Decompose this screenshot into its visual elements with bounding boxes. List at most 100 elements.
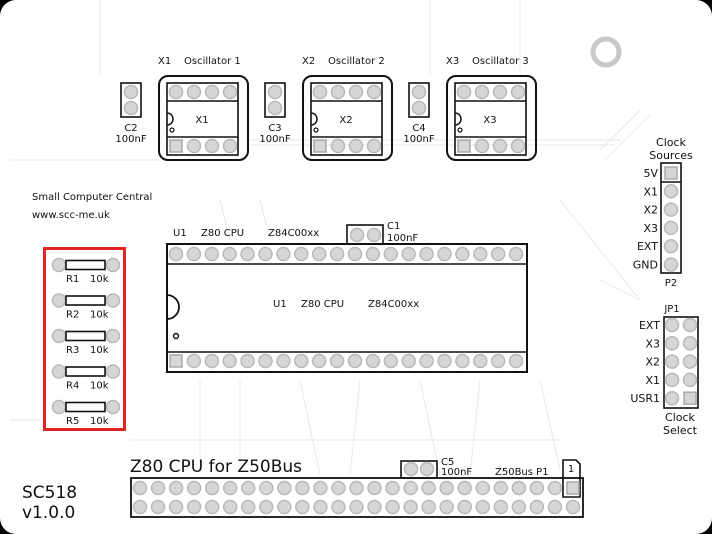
- round-pad: [204, 246, 220, 262]
- clock-select-title: Clock: [665, 411, 696, 424]
- round-pad: [529, 499, 545, 515]
- round-pad: [330, 138, 346, 154]
- oscillator-body-label: X2: [339, 115, 352, 126]
- round-pad: [663, 202, 679, 217]
- round-pad: [682, 336, 698, 351]
- round-pad: [385, 499, 400, 515]
- round-pad: [475, 499, 491, 515]
- maker-url: www.scc-me.uk: [32, 210, 110, 221]
- round-pad: [186, 246, 202, 262]
- round-pad: [474, 84, 490, 100]
- round-pad: [240, 499, 256, 515]
- round-pad: [259, 480, 274, 496]
- trace: [469, 379, 481, 476]
- pin1-marker: [562, 459, 581, 498]
- round-pad: [51, 328, 67, 344]
- round-pad: [267, 100, 283, 116]
- round-pad: [457, 499, 472, 515]
- round-pad: [51, 364, 67, 379]
- jp1-ref: JP1: [663, 304, 679, 315]
- round-pad: [204, 480, 220, 496]
- round-pad: [186, 353, 202, 369]
- square-pad: [169, 354, 183, 368]
- round-pad: [186, 138, 202, 154]
- resistor-ref: R4: [66, 381, 79, 392]
- round-pad: [419, 353, 434, 369]
- round-pad: [366, 138, 382, 154]
- jp1-pin-label: X2: [645, 356, 660, 369]
- round-pad: [366, 84, 382, 100]
- capacitor-ref: C3: [268, 123, 281, 134]
- round-pad: [437, 353, 452, 369]
- trace: [604, 114, 651, 161]
- round-pad: [330, 84, 346, 100]
- oscillator-title: Oscillator 1: [184, 56, 241, 67]
- round-pad: [312, 84, 328, 100]
- cpu-name: Z80 CPU: [301, 299, 344, 310]
- oscillator-body-label: X3: [483, 115, 496, 126]
- round-pad: [473, 246, 488, 262]
- round-pad: [401, 353, 416, 369]
- round-pad: [663, 257, 679, 272]
- board-title: Z80 CPU for Z50Bus: [130, 457, 302, 477]
- resistor-ref: R1: [66, 274, 79, 285]
- square-pad: [313, 139, 327, 153]
- round-pad: [547, 480, 563, 496]
- round-pad: [329, 353, 345, 369]
- cpu-name-top: Z80 CPU: [201, 228, 244, 239]
- round-pad: [367, 499, 382, 515]
- round-pad: [490, 246, 506, 262]
- jp1-pin-label: X3: [645, 337, 660, 350]
- round-pad: [348, 138, 364, 154]
- round-pad: [204, 353, 220, 369]
- round-pad: [349, 499, 364, 515]
- round-pad: [419, 246, 434, 262]
- resistor-ref: R5: [66, 416, 79, 427]
- c5-outline: [400, 460, 438, 479]
- resistor-body: [65, 366, 106, 377]
- round-pad: [313, 499, 328, 515]
- trace: [599, 279, 641, 301]
- capacitor-ref: C2: [124, 123, 137, 134]
- round-pad: [457, 480, 472, 496]
- round-pad: [329, 246, 345, 262]
- pin1-label: 1: [568, 464, 574, 475]
- round-pad: [508, 246, 524, 262]
- round-pad: [295, 499, 310, 515]
- oscillator-ref: X2: [302, 56, 315, 67]
- cpu-part: Z84C00xx: [368, 299, 419, 310]
- trace: [349, 379, 361, 476]
- round-pad: [150, 480, 166, 496]
- oscillator-outline: [446, 75, 537, 161]
- jp1-pin-label: EXT: [639, 319, 660, 332]
- c5-value: 100nF: [441, 467, 472, 478]
- round-pad: [682, 354, 698, 369]
- round-pad: [439, 480, 454, 496]
- round-pad: [132, 480, 148, 496]
- round-pad: [456, 84, 472, 100]
- resistor-value: 10k: [90, 310, 109, 321]
- pin1-dot: [172, 332, 180, 340]
- cpu-notch: [166, 294, 180, 320]
- round-pad: [455, 246, 470, 262]
- round-pad: [403, 461, 419, 477]
- round-pad: [313, 480, 328, 496]
- round-pad: [475, 480, 491, 496]
- round-pad: [473, 353, 488, 369]
- round-pad: [663, 220, 679, 236]
- cpu-outline: [166, 243, 528, 373]
- jp1-pin-label: USR1: [630, 392, 660, 405]
- round-pad: [168, 499, 184, 515]
- round-pad: [421, 480, 436, 496]
- round-pad: [403, 480, 418, 496]
- round-pad: [510, 84, 526, 100]
